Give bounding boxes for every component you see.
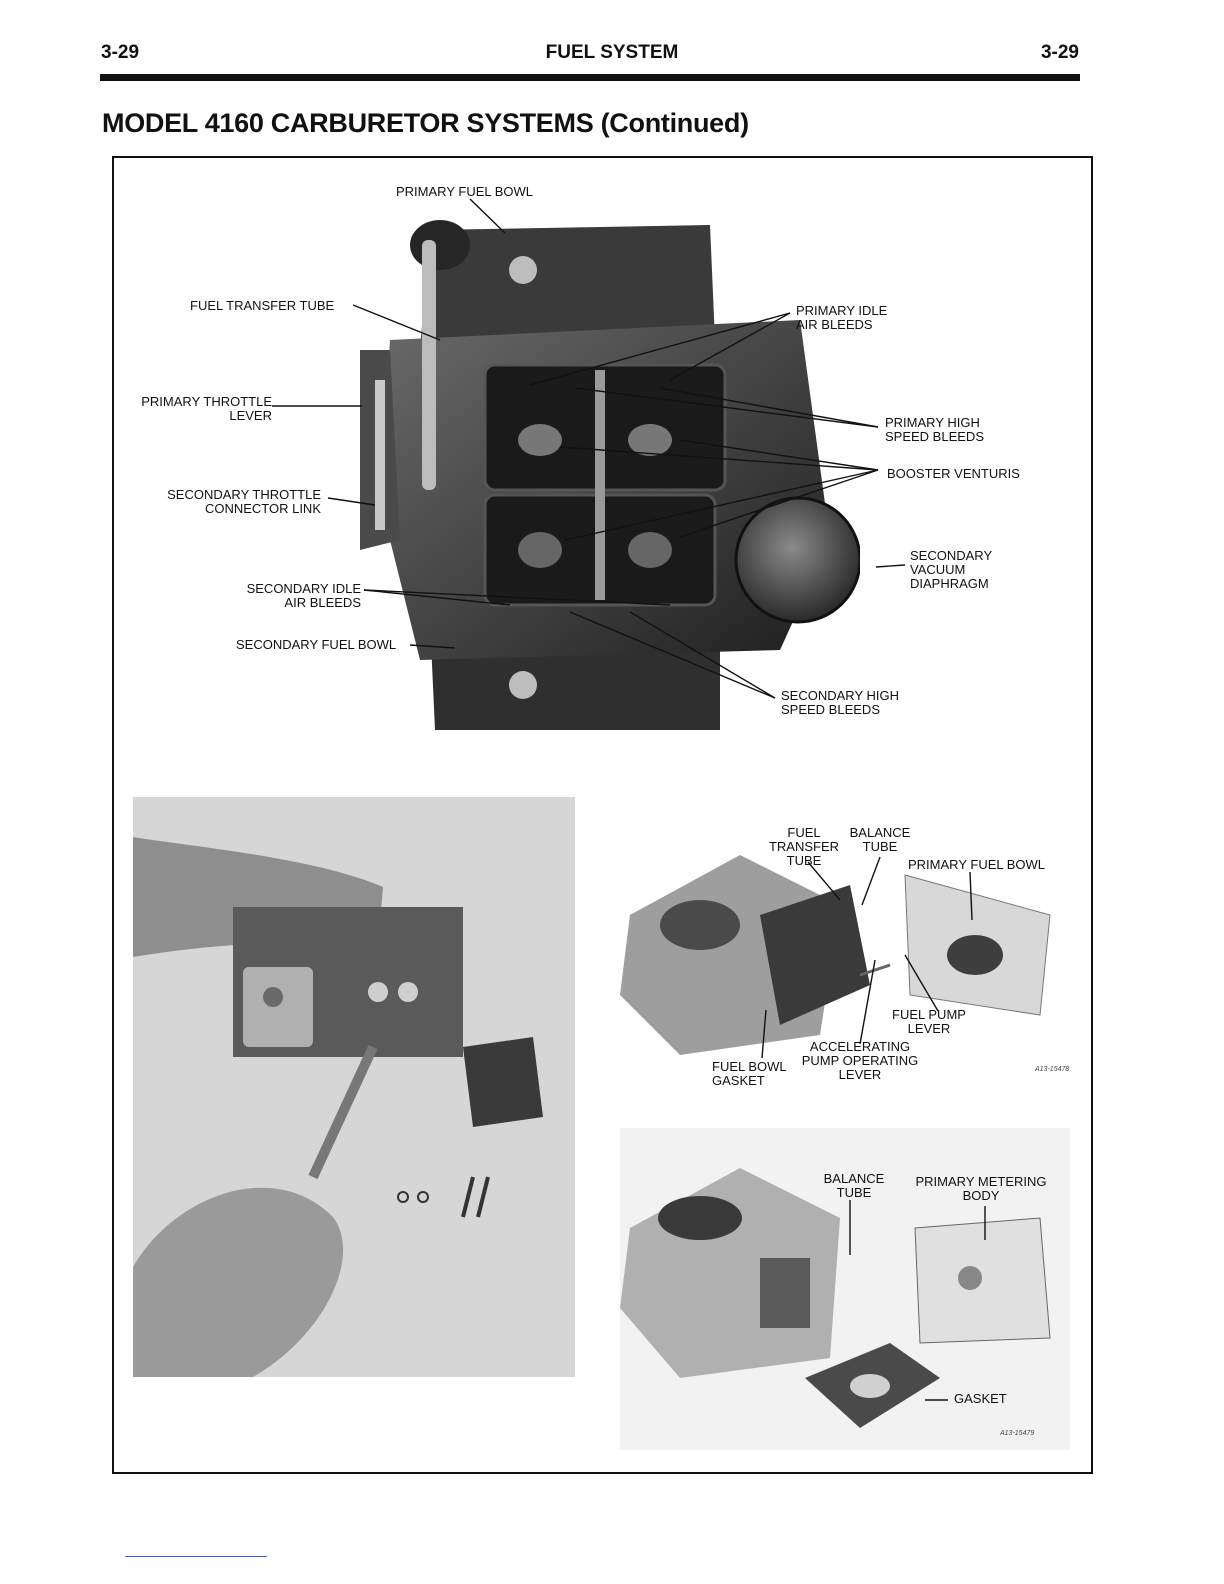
label-secondary-vacuum-diaphragm: SECONDARY VACUUM DIAPHRAGM <box>910 548 993 591</box>
carburetor-top-view-photo <box>360 200 860 735</box>
fuel-bowl-exploded-photo <box>620 815 1070 1105</box>
label-secondary-throttle-connector-link: SECONDARY THROTTLE CONNECTOR LINK <box>167 487 321 516</box>
page-number-left: 3-29 <box>101 42 140 63</box>
figure-code-exploded: A13-15478 <box>1035 1066 1070 1073</box>
page-number-right: 3-29 <box>1040 42 1079 63</box>
label-fuel-transfer-tube-exploded: FUEL TRANSFER TUBE <box>768 825 840 868</box>
label-fuel-pump-lever: FUEL PUMP LEVER <box>892 1007 966 1036</box>
section-title: FUEL SYSTEM <box>545 42 679 63</box>
label-primary-fuel-bowl-exploded: PRIMARY FUEL BOWL <box>908 857 1046 872</box>
label-secondary-high-speed-bleeds: SECONDARY HIGH SPEED BLEEDS <box>781 688 899 717</box>
label-primary-metering-body: PRIMARY METERING BODY <box>915 1174 1047 1203</box>
label-primary-throttle-lever: PRIMARY THROTTLE LEVER <box>141 394 272 423</box>
label-accelerating-pump-operating-lever: ACCELERATING PUMP OPERATING LEVER <box>801 1039 919 1082</box>
header-rule <box>100 74 1080 81</box>
label-balance-tube-metering: BALANCE TUBE <box>823 1171 885 1200</box>
footer-link-underline <box>125 1556 267 1557</box>
label-primary-idle-air-bleeds: PRIMARY IDLE AIR BLEEDS <box>796 303 888 332</box>
label-secondary-idle-air-bleeds: SECONDARY IDLE AIR BLEEDS <box>246 581 361 610</box>
label-balance-tube-exploded: BALANCE TUBE <box>849 825 911 854</box>
figure-code-metering: A13-15479 <box>1000 1430 1035 1437</box>
figure-frame <box>112 156 1093 1474</box>
label-secondary-fuel-bowl: SECONDARY FUEL BOWL <box>236 637 397 652</box>
label-primary-high-speed-bleeds: PRIMARY HIGH SPEED BLEEDS <box>885 415 984 444</box>
label-booster-venturis: BOOSTER VENTURIS <box>887 466 1020 481</box>
disassembly-photo <box>133 797 575 1377</box>
metering-body-photo <box>620 1128 1070 1450</box>
label-primary-fuel-bowl: PRIMARY FUEL BOWL <box>396 184 534 199</box>
label-gasket: GASKET <box>954 1391 1007 1406</box>
label-fuel-transfer-tube: FUEL TRANSFER TUBE <box>190 298 335 313</box>
label-fuel-bowl-gasket: FUEL BOWL GASKET <box>712 1059 787 1088</box>
page-title: MODEL 4160 CARBURETOR SYSTEMS (Continued… <box>102 108 749 138</box>
